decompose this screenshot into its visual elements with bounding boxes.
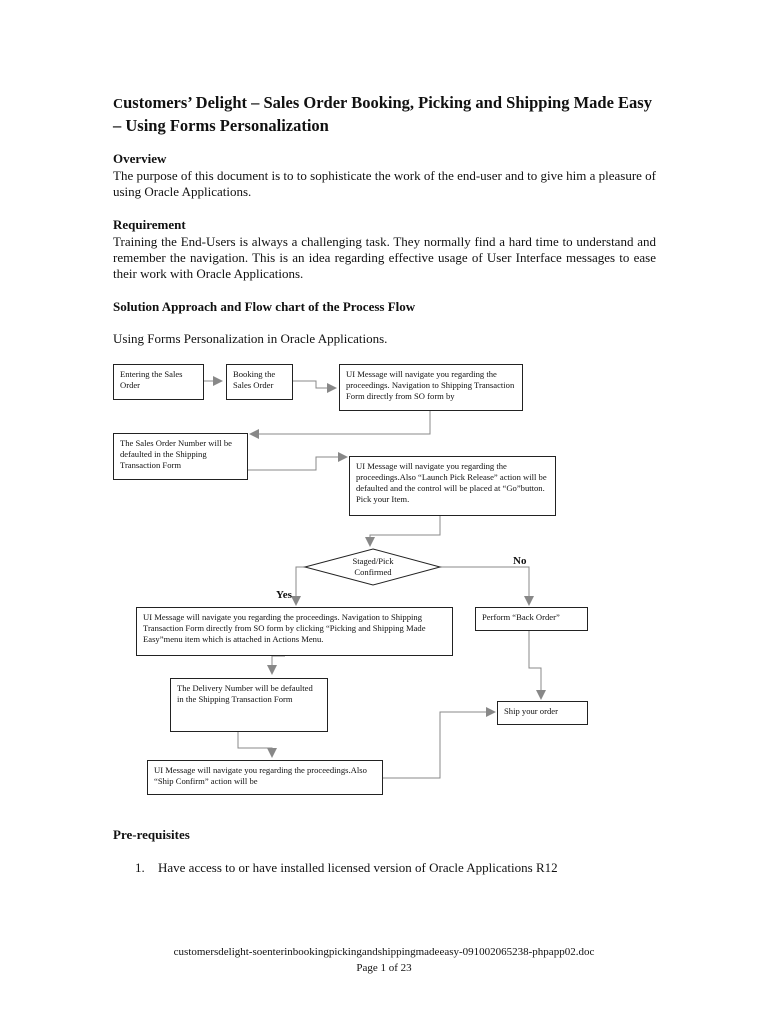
document-title: Customers’ Delight – Sales Order Booking… <box>113 92 658 136</box>
arrow-decision-to-back-order <box>440 566 534 606</box>
node-ui-message-pick-release: UI Message will navigate you regarding t… <box>349 456 556 516</box>
list-item: 1. Have access to or have installed lice… <box>113 860 558 876</box>
overview-text: The purpose of this document is to to so… <box>113 168 656 199</box>
node-sales-order-number: The Sales Order Number will be defaulted… <box>113 433 248 480</box>
node-perform-back-order: Perform “Back Order” <box>475 607 588 631</box>
node-ui-message-ship-confirm: UI Message will navigate you regarding t… <box>147 760 383 795</box>
node-ui-message-navigation: UI Message will navigate you regarding t… <box>339 364 523 411</box>
solution-intro: Using Forms Personalization in Oracle Ap… <box>113 331 388 346</box>
footer-filename: customersdelight-soenterinbookingpicking… <box>173 946 595 958</box>
prereq-heading: Pre-requisites <box>113 827 190 842</box>
title-text: ustomers’ Delight – Sales Order Booking,… <box>113 93 652 135</box>
node-entering-sales-order: Entering the Sales Order <box>113 364 204 400</box>
arrow-ui1-to-so-number <box>249 411 431 439</box>
list-item-number: 1. <box>135 860 145 875</box>
arrow-delivery-to-ui4 <box>237 732 277 758</box>
decision-label: Staged/Pick Confirmed <box>352 556 394 577</box>
prereq-list: 1. Have access to or have installed lice… <box>113 860 558 876</box>
yes-label: Yes <box>276 589 292 601</box>
arrow-decision-to-ui3 <box>291 566 305 606</box>
node-ui-message-picking-shipping: UI Message will navigate you regarding t… <box>136 607 453 656</box>
arrow-booking-to-ui1 <box>293 380 337 393</box>
overview-heading: Overview <box>113 151 167 166</box>
footer-page-number: Page 1 of 23 <box>356 962 412 974</box>
list-item-text: Have access to or have installed license… <box>158 860 558 875</box>
decision-diamond <box>303 548 442 586</box>
arrow-ui3-to-delivery <box>267 655 285 675</box>
arrow-back-order-to-ship <box>528 631 546 700</box>
node-booking-sales-order: Booking the Sales Order <box>226 364 293 400</box>
arrow-ui4-to-ship <box>383 707 496 779</box>
requirement-heading: Requirement <box>113 217 186 232</box>
title-initial: C <box>113 97 124 112</box>
solution-heading: Solution Approach and Flow chart of the … <box>113 299 416 314</box>
no-label: No <box>513 555 527 567</box>
arrow-ui2-to-decision <box>365 516 441 547</box>
node-delivery-number: The Delivery Number will be defaulted in… <box>170 678 328 732</box>
requirement-text: Training the End-Users is always a chall… <box>113 234 656 281</box>
arrow-so-number-to-ui2 <box>248 452 348 471</box>
node-ship-your-order: Ship your order <box>497 701 588 725</box>
